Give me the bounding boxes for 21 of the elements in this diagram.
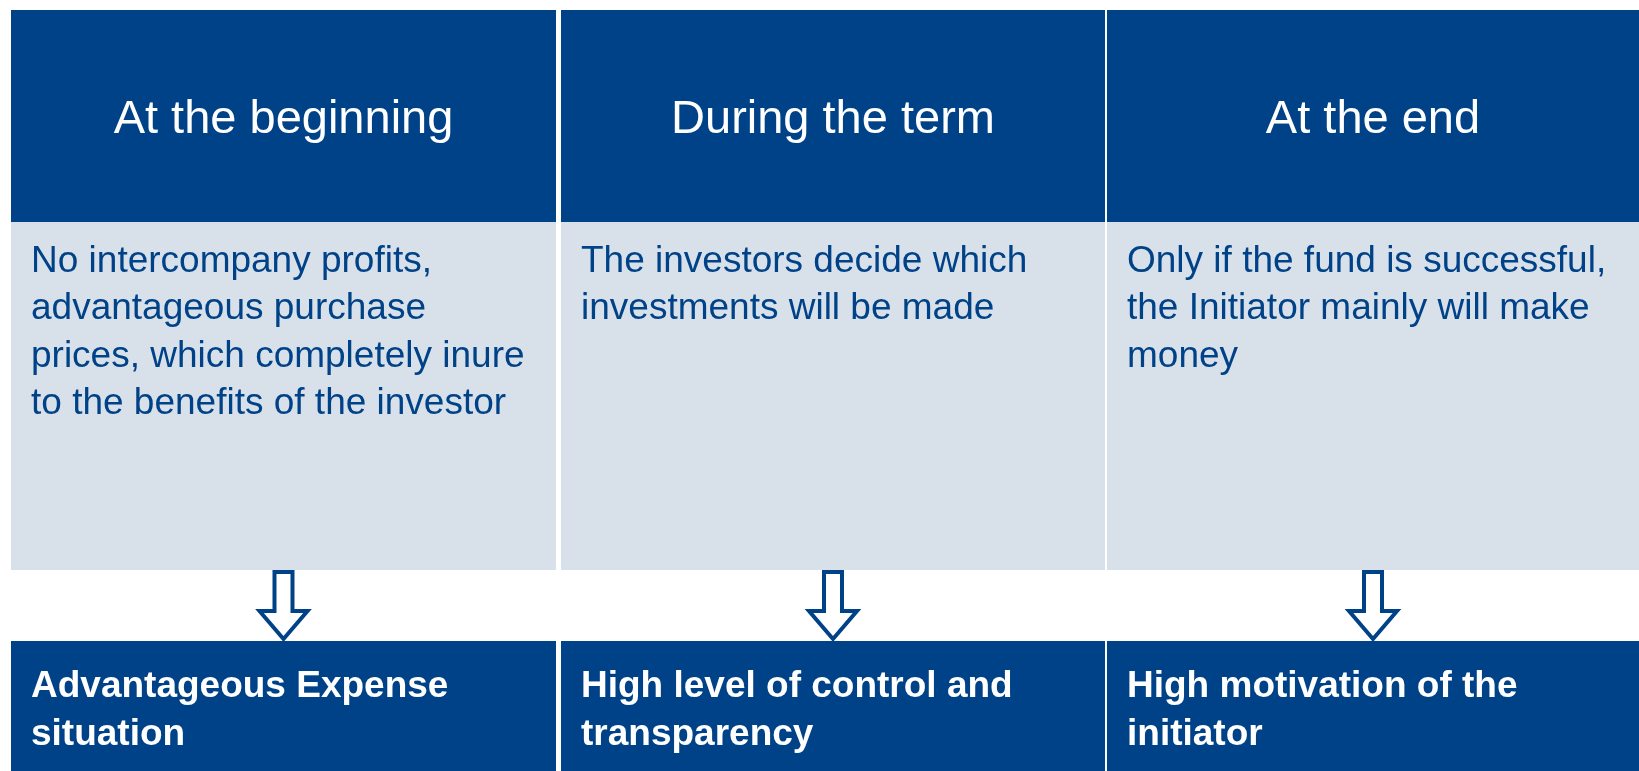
result-text: High motivation of the initiator xyxy=(1127,664,1518,754)
result-panel xyxy=(1107,641,1639,771)
result-text: Advantageous Expense situation xyxy=(31,664,449,754)
description-text: The investors decide which investments will be made xyxy=(581,239,1028,328)
description-panel xyxy=(561,222,1105,570)
down-arrow xyxy=(255,570,312,643)
down-arrow xyxy=(1344,570,1402,643)
description-text: Only if the fund is successful, the Initiator mainly will make money xyxy=(1127,239,1607,375)
result-panel xyxy=(11,641,556,771)
down-arrow xyxy=(804,570,862,643)
column-header xyxy=(11,10,556,222)
description-panel xyxy=(11,222,556,570)
header-text: At the beginning xyxy=(113,88,454,144)
column-header xyxy=(561,10,1105,222)
description-panel xyxy=(1107,222,1639,570)
column-header xyxy=(1107,10,1639,222)
header-text: At the end xyxy=(1265,88,1481,144)
description-text: No intercompany profits, advantageous purchase prices, which completely inure to the benefits of the investor xyxy=(31,239,525,423)
result-text: High level of control and transparency xyxy=(581,664,1013,754)
result-panel xyxy=(561,641,1105,771)
header-text: During the term xyxy=(671,88,995,144)
